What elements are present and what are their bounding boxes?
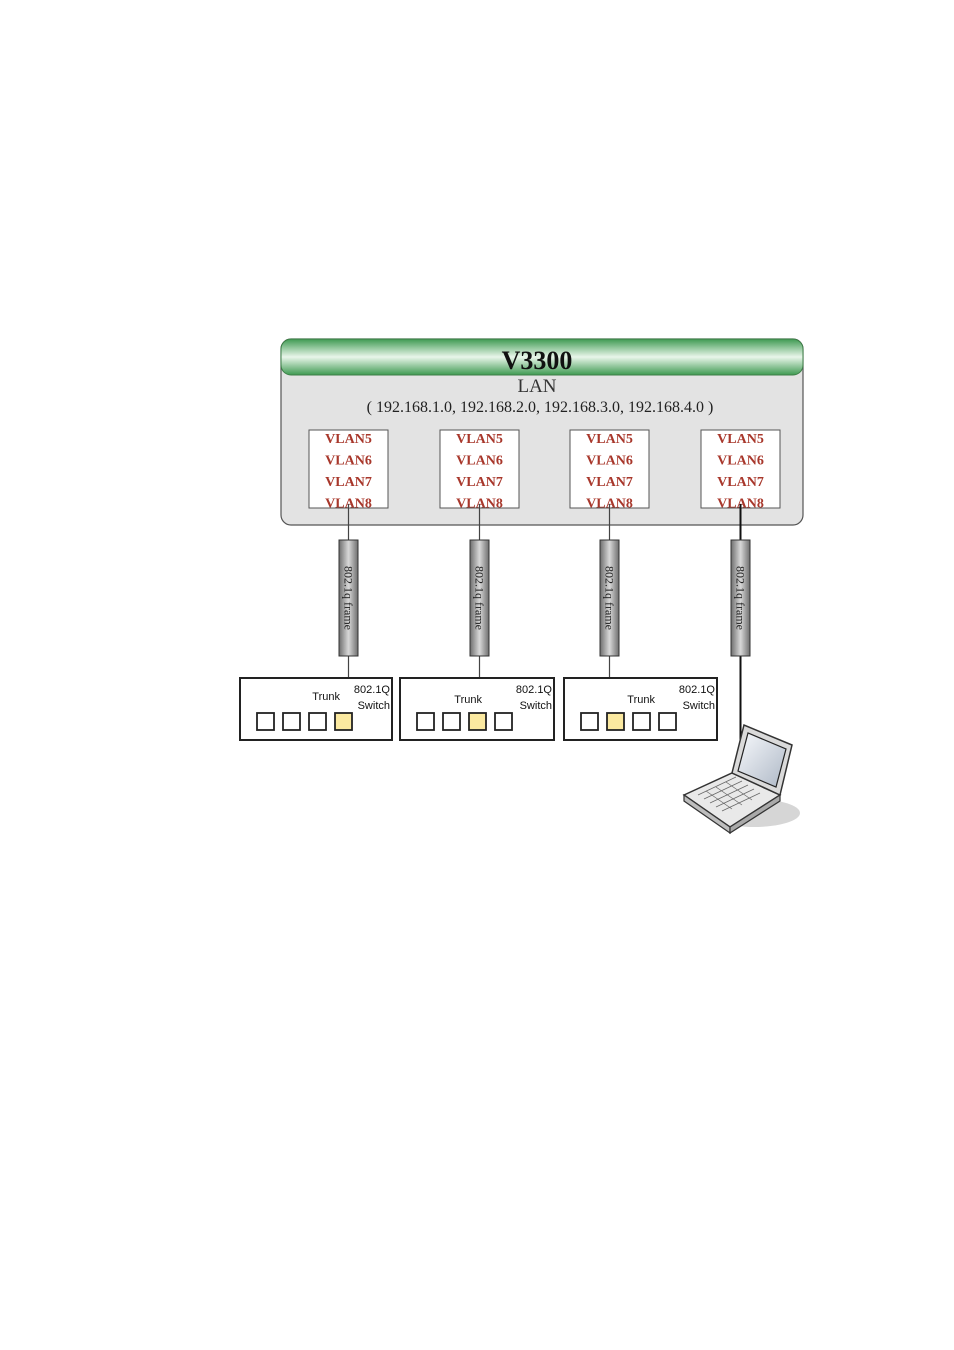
- frame-label: 802.1q frame: [734, 566, 748, 630]
- switch-port: [417, 713, 434, 730]
- switch-model-label: 802.1Q: [354, 684, 391, 696]
- switch-port: [283, 713, 300, 730]
- vlan-label: VLAN7: [456, 475, 503, 490]
- vlan-label: VLAN7: [717, 475, 764, 490]
- vlan-label: VLAN6: [586, 454, 633, 469]
- vlan-label: VLAN5: [456, 432, 503, 447]
- trunk-port: [469, 713, 486, 730]
- vlan-label: VLAN6: [325, 454, 372, 469]
- frame-cable: 802.1q frame: [339, 540, 358, 656]
- switch-port: [443, 713, 460, 730]
- frame-cable: 802.1q frame: [470, 540, 489, 656]
- switch-port: [659, 713, 676, 730]
- switch-port: [309, 713, 326, 730]
- trunk-label: Trunk: [454, 694, 482, 706]
- switches: Trunk 802.1Q Switch Trunk 802.1Q Switch Trunk 8…: [240, 678, 717, 740]
- switch-model-label: 802.1Q: [679, 684, 716, 696]
- vlan-label: VLAN5: [717, 432, 764, 447]
- switch-model-label: 802.1Q: [516, 684, 553, 696]
- lan-label: LAN: [517, 376, 556, 397]
- switch-type-label: Switch: [520, 700, 552, 712]
- switch-port: [633, 713, 650, 730]
- switch-type-label: Switch: [358, 700, 390, 712]
- frame-label: 802.1q frame: [342, 566, 356, 630]
- frame-cable: 802.1q frame: [600, 540, 619, 656]
- device-title: V3300: [502, 346, 573, 375]
- dot1q-switch: Trunk 802.1Q Switch: [564, 678, 717, 740]
- trunk-label: Trunk: [312, 691, 340, 703]
- vlan-label: VLAN5: [586, 432, 633, 447]
- switch-port: [581, 713, 598, 730]
- laptop-icon: [684, 725, 800, 833]
- dot1q-switch: Trunk 802.1Q Switch: [240, 678, 392, 740]
- dot1q-switch: Trunk 802.1Q Switch: [400, 678, 554, 740]
- vlan-label: VLAN7: [325, 475, 372, 490]
- switch-port: [495, 713, 512, 730]
- vlan-label: VLAN5: [325, 432, 372, 447]
- subnet-list: ( 192.168.1.0, 192.168.2.0, 192.168.3.0,…: [367, 399, 714, 416]
- switch-type-label: Switch: [683, 700, 715, 712]
- trunk-port: [607, 713, 624, 730]
- switch-port: [257, 713, 274, 730]
- vlan-label: VLAN6: [456, 454, 503, 469]
- trunk-label: Trunk: [627, 694, 655, 706]
- frame-label: 802.1q frame: [473, 566, 487, 630]
- vlan-label: VLAN6: [717, 454, 764, 469]
- frame-cable: 802.1q frame: [731, 540, 750, 656]
- frame-label: 802.1q frame: [603, 566, 617, 630]
- trunk-port: [335, 713, 352, 730]
- vlan-label: VLAN7: [586, 475, 633, 490]
